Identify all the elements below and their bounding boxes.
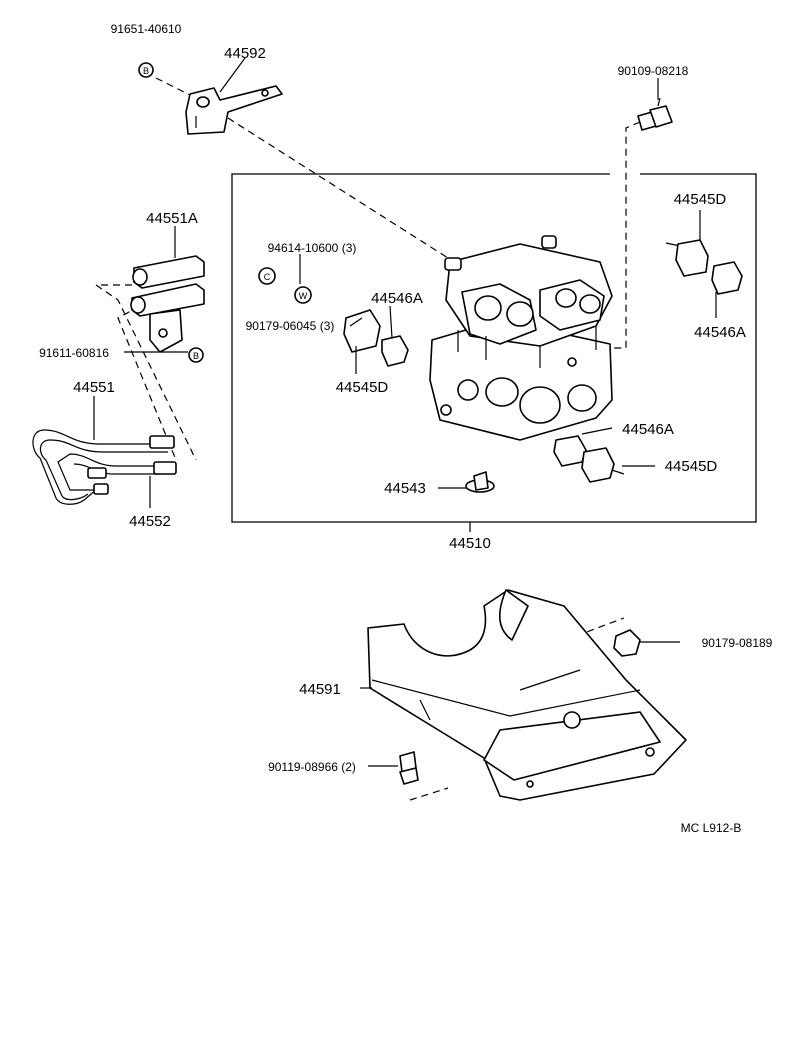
label-94614-10600: 94614-10600 (3) <box>268 241 357 255</box>
nut-90179-08189 <box>613 629 641 657</box>
b-symbol-mid: B <box>188 347 204 363</box>
label-44591: 44591 <box>299 681 341 698</box>
label-44552: 44552 <box>129 513 171 530</box>
label-44551A: 44551A <box>146 210 198 227</box>
bracket-44551A <box>130 255 205 353</box>
label-90119-08966: 90119-08966 (2) <box>268 760 356 774</box>
b-symbol-top: B <box>138 62 154 78</box>
label-44545D-lower: 44545D <box>665 458 718 475</box>
w-symbol: W <box>299 291 308 301</box>
cap-44545D-top <box>665 239 709 277</box>
bolt-90119-08966 <box>399 751 419 785</box>
label-44545D-left: 44545D <box>336 379 389 396</box>
label-44551: 44551 <box>73 379 115 396</box>
label-90179-06045: 90179-06045 (3) <box>246 319 335 333</box>
bushing-44546A-lower <box>553 435 587 467</box>
diagram-code: MC L912-B <box>681 821 742 835</box>
bushing-44546A-left <box>381 335 409 367</box>
bushing-44546A-right <box>711 261 743 295</box>
label-44510: 44510 <box>449 535 491 552</box>
label-44543: 44543 <box>384 480 426 497</box>
label-90109-08218: 90109-08218 <box>618 64 689 78</box>
cap-44545D-lower <box>581 447 625 483</box>
brake-tubes <box>32 429 177 505</box>
label-44545D-top-right: 44545D <box>674 191 727 208</box>
label-90179-08189: 90179-08189 <box>702 636 773 650</box>
label-91651-40610: 91651-40610 <box>111 22 182 36</box>
label-44546A-upper-left: 44546A <box>371 290 423 307</box>
label-leaders <box>93 57 717 767</box>
label-44546A-lower: 44546A <box>622 421 674 438</box>
svg-text:B: B <box>143 66 149 76</box>
washer-94614-10600 <box>294 286 312 304</box>
label-91611-60816: 91611-60816 <box>39 346 109 360</box>
dashed-leaders <box>94 77 641 801</box>
assembly-frame <box>231 173 757 532</box>
sensor-90109-08218 <box>637 97 673 131</box>
label-44592: 44592 <box>224 45 266 62</box>
nut-90179-06045 <box>258 267 276 285</box>
label-44546A-right: 44546A <box>694 324 746 341</box>
grommet-44543 <box>465 471 495 493</box>
bracket-44592 <box>185 85 283 135</box>
svg-text:B: B <box>193 351 199 361</box>
actuator-44510 <box>429 235 613 441</box>
bracket-44591 <box>367 589 687 801</box>
cap-44545D-left <box>343 309 381 353</box>
c-symbol: C <box>264 272 271 282</box>
